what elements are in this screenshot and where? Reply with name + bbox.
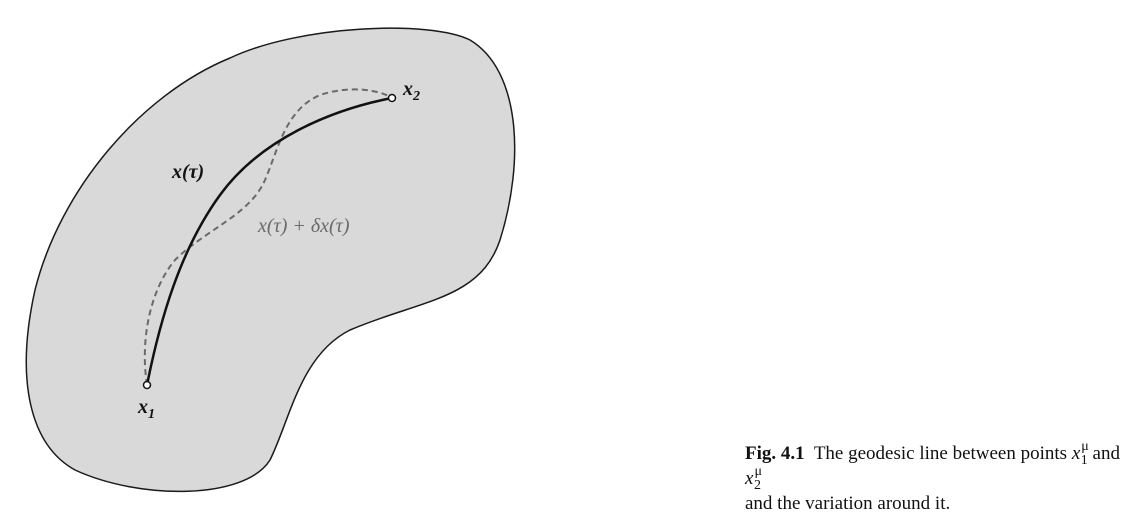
label-x1: x1 [137,396,155,422]
label-geodesic: x(τ) [171,161,204,183]
variation-path [143,88,393,386]
caption-x1-subscript: 1 [1080,453,1088,468]
caption-x1-superscript: μ [1081,439,1089,454]
caption-text-before: The geodesic line between points [813,443,1068,464]
geodesic-path [145,96,393,386]
figure-number: Fig. 4.1 [745,443,805,464]
caption-point-x1: x [1071,443,1081,464]
manifold-region [25,27,516,493]
caption-text-line2: and the variation around it. [745,493,951,514]
figure-caption: Fig. 4.1 The geodesic line between point… [745,439,1120,515]
label-x2: x2 [402,78,420,104]
caption-x2-subscript: 2 [753,478,761,493]
caption-x2-superscript: μ [754,464,762,479]
point-x1-marker [142,380,152,390]
label-variation: x(τ) + δx(τ) [257,215,350,237]
label-x1-subscript: 1 [148,407,155,422]
point-x2-marker [387,93,397,103]
label-x2-subscript: 2 [412,89,420,104]
caption-conjunction: and [1092,443,1120,464]
caption-point-x2: x [745,468,754,489]
